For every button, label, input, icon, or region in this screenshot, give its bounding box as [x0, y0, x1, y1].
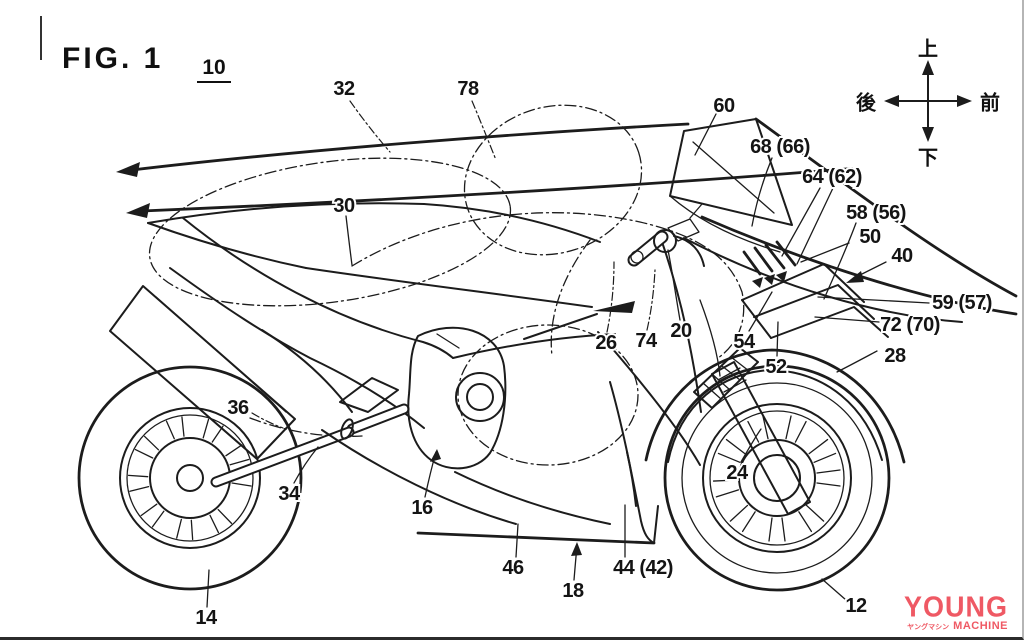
part-label-16: 16 [411, 497, 433, 519]
part-label-78: 78 [457, 78, 479, 100]
part-label-44-42: 44 (42) [613, 557, 673, 579]
part-label-34: 34 [278, 483, 301, 505]
front-fender [644, 348, 906, 464]
part-label-30: 30 [333, 195, 355, 217]
airflow-streamlines [116, 122, 860, 313]
part-label-24: 24 [726, 462, 749, 484]
part-label-14: 14 [195, 607, 218, 629]
figure-reference-number: 10 [197, 56, 231, 83]
part-label-26: 26 [595, 332, 617, 354]
part-label-52: 52 [765, 356, 787, 378]
part-label-28: 28 [884, 345, 906, 367]
direction-compass [884, 60, 972, 142]
part-label-32: 32 [333, 78, 355, 100]
part-label-40: 40 [891, 245, 913, 267]
part-label-54: 54 [733, 331, 756, 353]
part-label-50: 50 [859, 226, 881, 248]
scan-artifact-line [40, 16, 42, 60]
footrest-linkage [210, 403, 410, 488]
leader-lines [206, 100, 930, 608]
logo-title: YOUNG [903, 591, 1008, 623]
part-label-59-57: 59 (57) [932, 292, 992, 314]
part-label-46: 46 [502, 557, 524, 579]
handlebar [627, 203, 705, 267]
compass-down-label: 下 [918, 147, 938, 170]
tail-bodywork [109, 202, 601, 460]
figure-title: FIG. 1 [62, 42, 164, 75]
airflow-dart-seat [593, 301, 635, 313]
logo-subtitle-en: MACHINE [953, 620, 1008, 632]
lower-fairing [321, 331, 701, 545]
compass-rear-label: 後 [856, 92, 876, 115]
rear-wheel [77, 365, 303, 591]
logo-subtitle-jp: ヤングマシン [907, 624, 950, 631]
part-label-58-56: 58 (56) [846, 202, 906, 224]
part-label-60: 60 [713, 95, 735, 117]
compass-front-label: 前 [980, 92, 1000, 115]
part-label-74: 74 [635, 330, 658, 352]
part-label-68-66: 68 (66) [750, 136, 810, 158]
part-label-64-62: 64 (62) [802, 166, 862, 188]
part-label-12: 12 [845, 595, 867, 617]
compass-up-label: 上 [918, 38, 938, 61]
cowl-louvers [742, 240, 797, 288]
young-machine-logo: YOUNG ヤングマシン MACHINE [903, 591, 1008, 632]
front-wheel [663, 364, 891, 592]
windscreen [669, 118, 793, 226]
airflow-arrowhead-upper [116, 162, 140, 177]
part-label-72-70: 72 (70) [880, 314, 940, 336]
front-cowl [661, 117, 1018, 413]
part-labels: 32 78 60 68 (66) 64 (62) 58 (56)50 40 59 (57)72… [193, 76, 994, 631]
part-label-36: 36 [227, 397, 249, 419]
airflow-arrowhead-lower [126, 203, 150, 218]
part-label-20: 20 [670, 320, 692, 342]
part-label-18: 18 [562, 580, 584, 602]
engine-frame [407, 326, 616, 525]
